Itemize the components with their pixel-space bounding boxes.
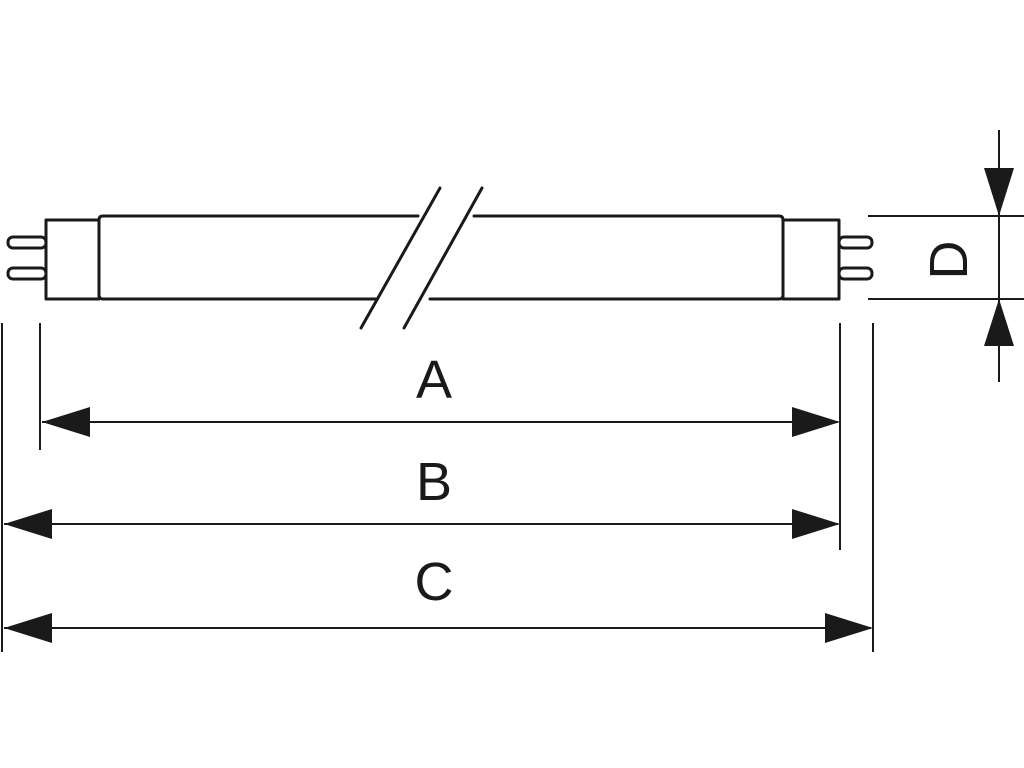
dimension-c: C bbox=[4, 552, 873, 643]
extension-lines bbox=[1, 215, 1024, 652]
label-b: B bbox=[416, 452, 452, 512]
right-pins bbox=[837, 235, 874, 281]
tube-glass-left bbox=[97, 214, 420, 301]
left-pins bbox=[6, 235, 48, 281]
dimension-d: D bbox=[919, 130, 1014, 382]
left-end-cap bbox=[44, 218, 101, 301]
dimension-a: A bbox=[42, 350, 840, 437]
label-d: D bbox=[919, 241, 979, 280]
right-end-cap bbox=[781, 218, 841, 301]
dimension-b: B bbox=[4, 452, 840, 539]
fluorescent-tube bbox=[6, 186, 874, 330]
break-marks bbox=[359, 186, 484, 330]
tube-glass-right bbox=[428, 214, 785, 301]
label-c: C bbox=[415, 552, 454, 612]
label-a: A bbox=[416, 350, 452, 410]
